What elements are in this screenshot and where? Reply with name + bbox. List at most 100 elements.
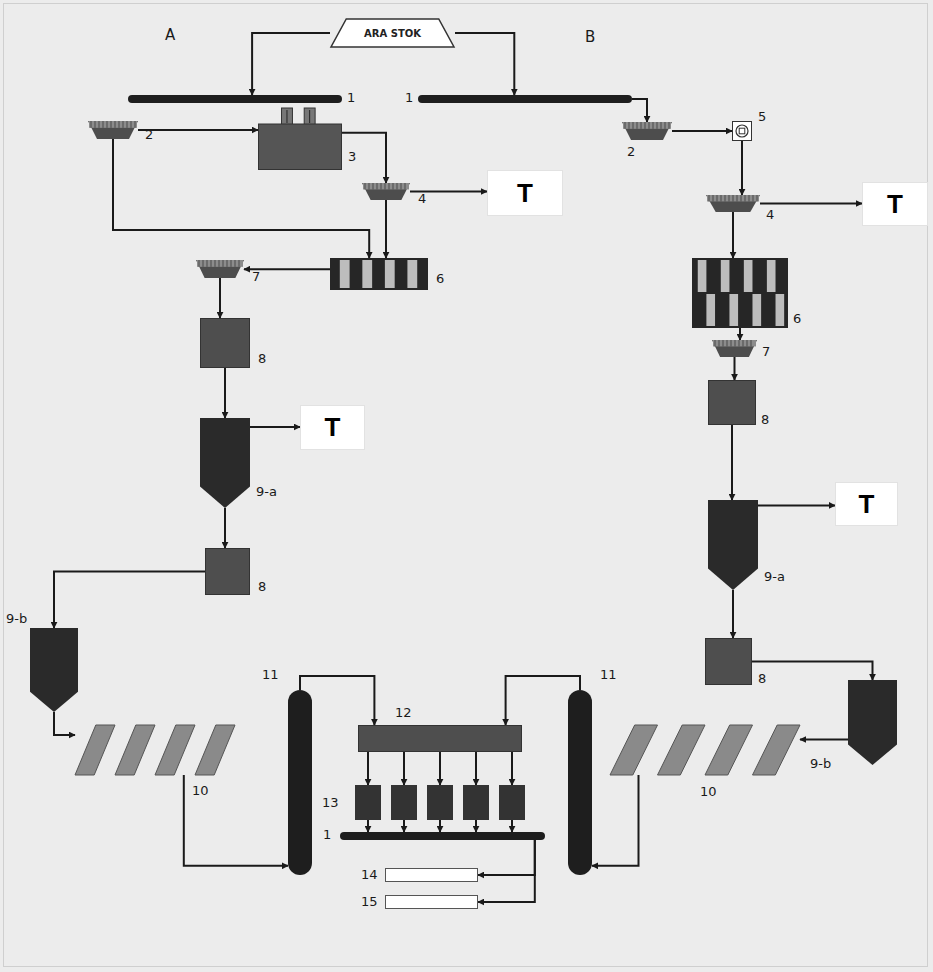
magnet-unit-shape bbox=[732, 121, 752, 141]
flow-line bbox=[632, 99, 647, 122]
callout-number: 8 bbox=[761, 413, 769, 426]
product-line-shape bbox=[385, 868, 478, 882]
silo-bin-shape bbox=[708, 500, 758, 590]
callout-number: 13 bbox=[322, 796, 339, 809]
feed-hopper-shape bbox=[88, 121, 138, 139]
feed-hopper-shape bbox=[362, 183, 410, 200]
callout-number: 7 bbox=[762, 345, 770, 358]
conveyor-bar-shape bbox=[340, 832, 545, 840]
callout-number: 9-b bbox=[810, 757, 831, 770]
callout-number: 6 bbox=[436, 272, 444, 285]
output-box: T bbox=[862, 182, 928, 226]
conveyor-bar: 1 bbox=[128, 95, 342, 103]
screen-unit: 6 bbox=[692, 258, 788, 328]
feed-hopper-shape bbox=[712, 340, 757, 357]
silo-bin-shape bbox=[200, 418, 250, 508]
silo-bin-shape bbox=[848, 680, 897, 765]
feed-hopper-shape bbox=[622, 122, 672, 140]
elevator-column: 11 bbox=[288, 690, 312, 875]
flow-line bbox=[511, 752, 513, 785]
callout-number: 15 bbox=[361, 895, 378, 908]
flow-line bbox=[732, 212, 734, 258]
callout-number: 1 bbox=[323, 828, 331, 841]
silo-bin-shape bbox=[30, 628, 78, 712]
output-letter: T bbox=[300, 405, 365, 450]
output-letter: T bbox=[862, 182, 928, 226]
callout-number: 4 bbox=[418, 192, 426, 205]
feed-hopper: 2 bbox=[622, 122, 672, 140]
process-box: 8 bbox=[708, 380, 756, 425]
conveyor-belts: 10 bbox=[75, 725, 235, 775]
flow-line bbox=[385, 200, 387, 258]
process-box-shape bbox=[358, 725, 522, 752]
output-letter: T bbox=[487, 170, 563, 216]
callout-number: 10 bbox=[700, 785, 717, 798]
conveyor-belts-shape bbox=[75, 725, 235, 775]
silo-bin: 9-b bbox=[848, 680, 897, 765]
flow-line bbox=[455, 33, 514, 95]
callout-number: 8 bbox=[758, 672, 766, 685]
feed-hopper: 4 bbox=[362, 183, 410, 200]
conveyor-bar-shape bbox=[128, 95, 342, 103]
flow-line bbox=[732, 590, 734, 638]
flow-line bbox=[478, 840, 535, 902]
elevator-column-shape bbox=[288, 690, 312, 875]
flow-line bbox=[734, 357, 736, 380]
flow-line bbox=[439, 752, 441, 785]
callout-number: 9-b bbox=[6, 612, 27, 625]
screen-unit: 6 bbox=[330, 258, 428, 290]
screen-unit-shape bbox=[330, 258, 428, 290]
flow-line bbox=[252, 33, 330, 95]
callout-number: 14 bbox=[361, 868, 378, 881]
feed-hopper-shape bbox=[706, 195, 760, 212]
output-box: T bbox=[300, 405, 365, 450]
callout-number: 3 bbox=[348, 150, 356, 163]
process-box-shape bbox=[205, 548, 250, 595]
flow-line bbox=[800, 739, 848, 741]
output-box: T bbox=[835, 482, 898, 526]
node-label: ARA STOK bbox=[330, 18, 455, 48]
flow-line bbox=[478, 840, 535, 875]
callout-number: 2 bbox=[627, 145, 635, 158]
flow-line bbox=[511, 820, 513, 832]
line-letter: B bbox=[585, 30, 595, 45]
callout-number: 11 bbox=[262, 668, 279, 681]
product-line-shape bbox=[385, 895, 478, 909]
flow-line bbox=[739, 328, 741, 340]
flow-line bbox=[731, 425, 733, 500]
process-box-shape bbox=[708, 380, 756, 425]
callout-number: 12 bbox=[395, 706, 412, 719]
process-box-shape bbox=[200, 318, 250, 368]
callout-number: 11 bbox=[600, 668, 617, 681]
feed-hopper-shape bbox=[196, 260, 244, 278]
callout-number: 10 bbox=[192, 784, 209, 797]
process-box: 12 bbox=[358, 725, 522, 752]
flow-line bbox=[224, 508, 226, 548]
flow-line bbox=[54, 572, 205, 629]
callout-number: 4 bbox=[766, 208, 774, 221]
flow-arrows bbox=[368, 752, 512, 785]
process-box-shape bbox=[705, 638, 752, 685]
flow-line bbox=[672, 130, 732, 132]
dosing-units-shape bbox=[350, 785, 530, 820]
flow-line bbox=[342, 133, 386, 183]
flow-line bbox=[138, 129, 258, 131]
crusher-unit: 3 bbox=[258, 108, 342, 170]
flow-line bbox=[54, 712, 75, 735]
flow-line bbox=[760, 203, 862, 205]
flow-line bbox=[367, 820, 369, 832]
process-box: 8 bbox=[200, 318, 250, 368]
callout-number: 8 bbox=[258, 352, 266, 365]
product-line: 15 bbox=[385, 895, 478, 909]
flow-line bbox=[475, 752, 477, 785]
flow-line bbox=[403, 752, 405, 785]
silo-bin: 9-a bbox=[200, 418, 250, 508]
flow-line bbox=[250, 426, 300, 428]
line-letter: A bbox=[165, 28, 175, 43]
callout-number: 1 bbox=[405, 91, 413, 104]
elevator-column-shape bbox=[568, 690, 592, 875]
conveyor-bar-shape bbox=[418, 95, 632, 103]
dosing-units: 13 bbox=[350, 785, 530, 820]
